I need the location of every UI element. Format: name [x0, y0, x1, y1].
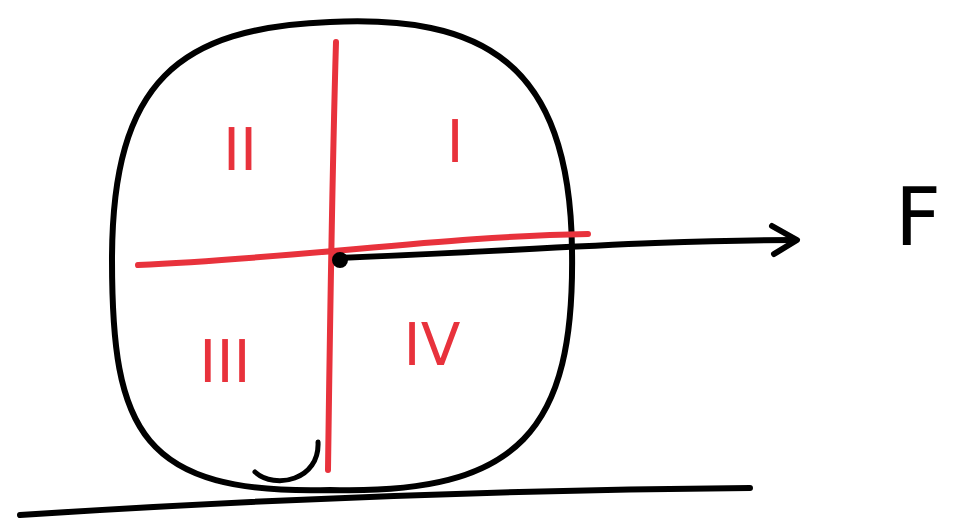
force-arrow-head: [772, 226, 797, 254]
horizontal-axis: [138, 234, 588, 265]
quadrant-number: III: [199, 333, 250, 391]
quadrant-number: I: [446, 113, 463, 171]
quadrant-number: II: [223, 121, 257, 179]
quadrant-number: IV: [404, 316, 461, 374]
contact-mark: [255, 442, 318, 481]
force-label: F: [895, 178, 941, 258]
center-point: [332, 252, 348, 268]
wheel-outline: [112, 21, 572, 490]
